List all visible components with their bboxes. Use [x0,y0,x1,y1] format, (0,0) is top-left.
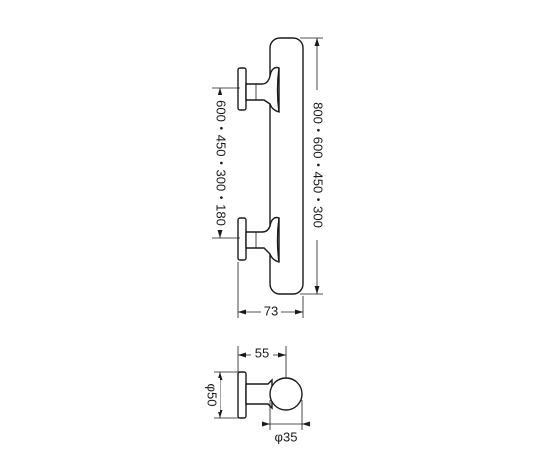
bracket-neck [245,378,273,410]
bar-length-label: 800・600・450・300 [311,102,326,228]
base-diameter-dimension: φ50 [203,371,240,419]
mount-pitch-label: 600・450・300・180 [214,100,229,226]
bar-length-dimension: 800・600・450・300 [300,37,326,295]
grip-diameter-label: φ35 [275,429,298,444]
base-to-grip-dimension: 55 [237,345,287,378]
mount-pitch-dimension: 600・450・300・180 [211,87,240,239]
projection-dimension: 73 [237,262,304,319]
grip-cross-section [269,377,303,411]
front-view: 800・600・450・300 600・450・300・180 73 [211,37,326,319]
side-view: 55 φ50 φ35 [203,345,310,445]
projection-label: 73 [264,303,278,318]
base-diameter-label: φ50 [205,384,220,407]
base-plate [237,371,247,419]
upper-mount-bracket [237,66,280,113]
lower-mount-bracket [237,216,280,263]
base-to-grip-label: 55 [255,345,269,360]
grip-diameter-dimension: φ35 [262,400,310,445]
